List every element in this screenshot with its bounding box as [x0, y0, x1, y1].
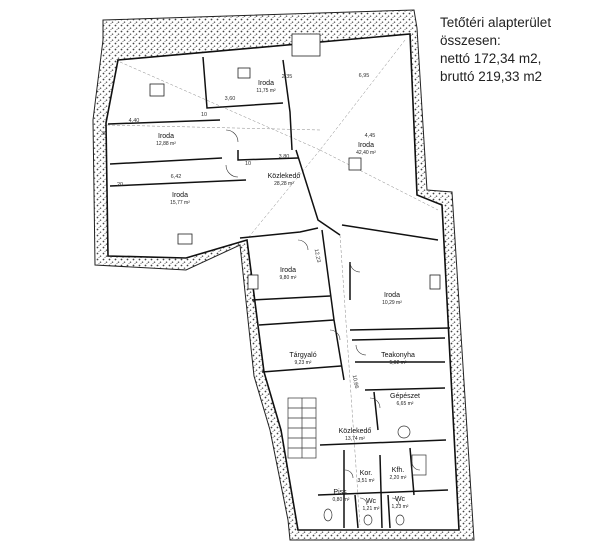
partition-walls — [107, 56, 451, 529]
dim-label: 10,66 — [351, 374, 360, 389]
dim-label: 3,60 — [225, 96, 236, 102]
room-name: Iroda — [384, 292, 400, 299]
dim-label: 2,35 — [282, 74, 293, 80]
room-name: Wc — [395, 496, 406, 503]
room-area: 12,88 m² — [156, 141, 176, 147]
room-name: Teakonyha — [381, 352, 415, 359]
room-name: Kfh. — [392, 467, 405, 474]
room-area: 1,23 m² — [392, 504, 409, 510]
room-area: 11,75 m² — [256, 88, 276, 94]
room-name: Közlekedő — [339, 428, 372, 435]
dim-label: 12,23 — [313, 248, 322, 263]
floor-outline — [105, 33, 460, 531]
dim-label: 10 — [201, 112, 207, 118]
room-name: Közlekedő — [268, 173, 301, 180]
room-area: 5,02 m² — [390, 360, 407, 366]
staircase — [287, 397, 317, 459]
room-name: Iroda — [172, 192, 188, 199]
dim-label: 6,95 — [359, 73, 370, 79]
room-name: Iroda — [158, 133, 174, 140]
dim-label: 30 — [101, 131, 107, 137]
room-area: 6,65 m² — [397, 401, 414, 407]
room-name: Iroda — [358, 142, 374, 149]
door-swings — [225, 129, 421, 506]
room-name: Tárgyaló — [289, 352, 316, 359]
sanitary-fixtures — [323, 425, 427, 526]
room-name: Iroda — [280, 267, 296, 274]
windows — [149, 33, 441, 290]
room-area: 28,28 m² — [274, 181, 294, 187]
room-name: Iroda — [258, 80, 274, 87]
room-area: 0,80 m² — [333, 497, 350, 503]
room-area: 1,21 m² — [363, 506, 380, 512]
room-area: 10,29 m² — [382, 300, 402, 306]
dim-label: 6,42 — [171, 174, 182, 180]
room-name: Kor. — [360, 470, 373, 477]
room-area: 42,40 m² — [356, 150, 376, 156]
room-area: 3,51 m² — [358, 478, 375, 484]
room-area: 9,80 m² — [280, 275, 297, 281]
room-area: 15,77 m² — [170, 200, 190, 206]
summary-gross-area: bruttó 219,33 m2 — [440, 69, 543, 84]
dim-label: 10 — [245, 161, 251, 167]
summary-net-area: nettó 172,34 m2, — [440, 51, 542, 66]
room-name: Wc — [366, 498, 377, 505]
room-name: Gépészet — [390, 393, 420, 400]
room-area: 9,23 m² — [295, 360, 312, 366]
dim-label: 20 — [117, 182, 123, 188]
room-labels: Iroda 11,75 m² Iroda 12,88 m² Iroda 15,7… — [156, 80, 420, 512]
summary-label: összesen: — [440, 33, 501, 48]
room-area: 13,74 m² — [345, 436, 365, 442]
summary-title: Tetőtéri alapterület — [440, 15, 552, 30]
dim-label: 4,40 — [129, 118, 140, 124]
area-summary: Tetőtéri alapterület összesen: nettó 172… — [440, 14, 598, 86]
room-area: 2,20 m² — [390, 475, 407, 481]
dim-label: 3,80 — [279, 154, 290, 160]
roof-lines — [106, 39, 439, 526]
room-name: Piss. — [333, 489, 348, 496]
dim-label: 4,45 — [365, 133, 376, 139]
dimension-labels: 3,60 4,40 10 30 6,95 2,35 4,45 3,80 6,42… — [101, 73, 375, 389]
